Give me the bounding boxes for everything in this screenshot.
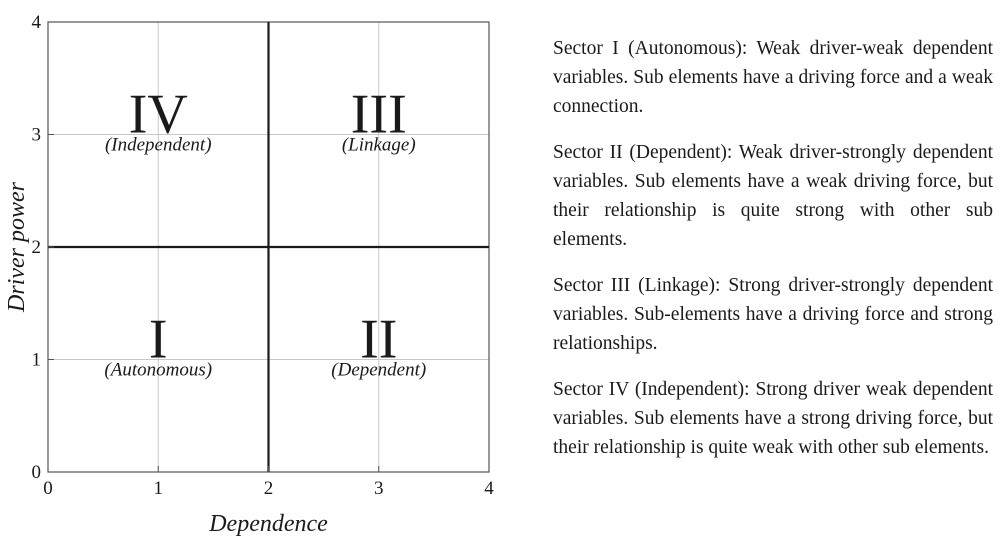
quadrant-name: (Autonomous): [104, 360, 212, 381]
quadrant-name: (Independent): [105, 135, 212, 156]
quadrant-labels: IV(Independent) III(Linkage) I(Autonomous)…: [104, 84, 426, 381]
y-tick-label: 4: [32, 12, 42, 33]
x-tick-label: 4: [484, 478, 494, 499]
sector-iv-description: Sector IV (Independent): Strong driver w…: [553, 379, 993, 458]
quadrant-numeral: III: [351, 84, 407, 146]
x-tick-label: 1: [154, 478, 164, 499]
quadrant-name: (Dependent): [331, 360, 426, 381]
sector-ii-description: Sector II (Dependent): Weak driver-stron…: [553, 142, 993, 250]
y-tick-label: 2: [32, 237, 42, 258]
quadrant-numeral: I: [149, 309, 168, 371]
x-axis-label: Dependence: [208, 511, 328, 537]
quadrant-numeral: II: [360, 309, 397, 371]
x-tick-label: 0: [43, 478, 53, 499]
sector-i-description: Sector I (Autonomous): Weak driver-weak …: [553, 38, 993, 117]
y-tick-label: 1: [32, 350, 42, 371]
x-tick-label: 2: [264, 478, 274, 499]
quadrant-name: (Linkage): [342, 135, 416, 156]
y-tick-label: 3: [32, 125, 42, 146]
y-tick-label: 0: [32, 462, 42, 483]
y-axis-label: Driver power: [4, 181, 30, 313]
y-axis-ticks: 0 1 2 3 4: [32, 12, 54, 483]
x-axis-ticks: 0 1 2 3 4: [43, 466, 494, 499]
quadrant-numeral: IV: [129, 84, 188, 146]
x-tick-label: 3: [374, 478, 384, 499]
sector-iii-description: Sector III (Linkage): Strong driver-stro…: [553, 275, 993, 354]
